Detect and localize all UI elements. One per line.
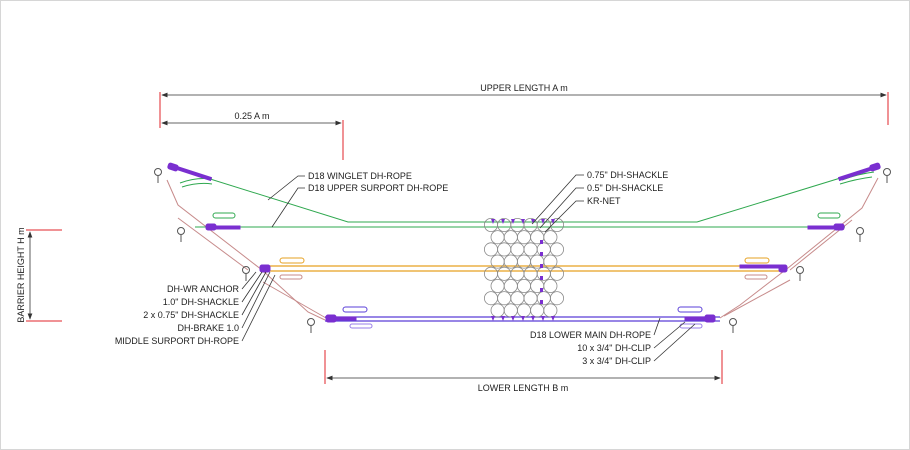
net-shackle xyxy=(511,219,515,224)
net-ring xyxy=(523,291,538,306)
net-side-shackle xyxy=(540,288,543,292)
net-shackle xyxy=(491,219,495,224)
net-shackle xyxy=(541,219,545,224)
net-ring xyxy=(497,291,512,306)
upper-length-label: UPPER LENGTH A m xyxy=(480,83,568,93)
anchor-icon xyxy=(154,168,162,183)
net-side-shackle xyxy=(540,240,543,244)
net-ring xyxy=(536,291,551,306)
net-ring xyxy=(550,242,565,257)
net-ring xyxy=(517,278,532,293)
anchor-icon xyxy=(729,318,737,333)
net-ring xyxy=(517,230,532,245)
label-shackle-075: 0.75" DH-SHACKLE xyxy=(587,170,668,180)
label-kr-net: KR-NET xyxy=(587,196,621,206)
net-ring xyxy=(497,266,512,281)
callout-labels: D18 WINGLET DH-ROPE D18 UPPER SURPORT DH… xyxy=(115,170,668,366)
net-ring xyxy=(510,291,525,306)
net-side-shackle xyxy=(540,276,543,280)
winglet-length-label: 0.25 A m xyxy=(234,111,269,121)
anchor-icon xyxy=(856,227,864,242)
net-ring xyxy=(523,266,538,281)
net-shackle xyxy=(531,316,535,321)
net-ring xyxy=(483,291,498,306)
net-ring xyxy=(517,303,532,318)
net-ring xyxy=(483,217,498,232)
label-clip-3x: 3 x 3/4" DH-CLIP xyxy=(582,356,651,366)
winglet-length-dimension: 0.25 A m xyxy=(161,111,344,160)
label-clip-10x: 10 x 3/4" DH-CLIP xyxy=(577,343,651,353)
barrier-height-label: BARRIER HEIGHT H m xyxy=(16,227,26,322)
label-brake: DH-BRAKE 1.0 xyxy=(177,323,239,333)
label-middle-support-rope: MIDDLE SURPORT DH-ROPE xyxy=(115,336,239,346)
net-shackle xyxy=(501,316,505,321)
lower-length-dimension: LOWER LENGTH B m xyxy=(324,350,723,393)
shackles xyxy=(167,162,881,323)
anchor-icon xyxy=(307,318,315,333)
label-wr-anchor: DH-WR ANCHOR xyxy=(167,284,239,294)
net-shackle xyxy=(541,316,545,321)
label-lower-main-rope: D18 LOWER MAIN DH-ROPE xyxy=(530,330,651,340)
net-shackle xyxy=(521,316,525,321)
net-ring xyxy=(550,266,565,281)
leader-lines xyxy=(241,174,696,362)
net-ring xyxy=(536,242,551,257)
net-ring xyxy=(510,242,525,257)
anchor-icon xyxy=(796,266,804,281)
net-ring xyxy=(536,266,551,281)
net-ring xyxy=(503,230,518,245)
net-ring xyxy=(490,230,505,245)
net-shackle xyxy=(551,219,555,224)
net-shackle xyxy=(531,219,535,224)
net-ring xyxy=(490,303,505,318)
net-ring xyxy=(550,291,565,306)
net-side-shackle xyxy=(540,300,543,304)
net-ring xyxy=(530,303,545,318)
net-shackle xyxy=(551,316,555,321)
net-ring xyxy=(543,278,558,293)
net-ring xyxy=(503,303,518,318)
net-ring xyxy=(483,266,498,281)
net-side-shackle xyxy=(540,252,543,256)
barrier-height-dimension: BARRIER HEIGHT H m xyxy=(16,227,62,323)
label-winglet-rope: D18 WINGLET DH-ROPE xyxy=(308,171,412,181)
net-ring xyxy=(510,266,525,281)
kr-net xyxy=(483,217,565,318)
net-ring xyxy=(543,303,558,318)
net-side-shackle xyxy=(540,264,543,268)
net-ring xyxy=(543,230,558,245)
anchor-icon xyxy=(177,227,185,242)
net-shackle xyxy=(521,219,525,224)
net-shackle xyxy=(491,316,495,321)
winglet-rope xyxy=(174,167,875,228)
label-shackle-05: 0.5" DH-SHACKLE xyxy=(587,183,663,193)
label-shackle-10: 1.0" DH-SHACKLE xyxy=(163,297,239,307)
net-ring xyxy=(490,278,505,293)
net-ring xyxy=(550,217,565,232)
net-shackle xyxy=(501,219,505,224)
anchor-icon xyxy=(242,266,250,281)
net-ring xyxy=(497,242,512,257)
net-ring xyxy=(483,242,498,257)
net-ring xyxy=(523,242,538,257)
anchor-icon xyxy=(883,168,891,183)
net-shackle xyxy=(511,316,515,321)
wr-anchors xyxy=(154,168,891,333)
upper-length-dimension: UPPER LENGTH A m xyxy=(159,83,889,128)
label-shackle-2x075: 2 x 0.75" DH-SHACKLE xyxy=(143,310,239,320)
net-ring xyxy=(503,278,518,293)
net-shackles xyxy=(491,219,555,321)
label-upper-support-rope: D18 UPPER SURPORT DH-ROPE xyxy=(308,183,448,193)
lower-length-label: LOWER LENGTH B m xyxy=(478,383,569,393)
net-ring xyxy=(543,254,558,269)
